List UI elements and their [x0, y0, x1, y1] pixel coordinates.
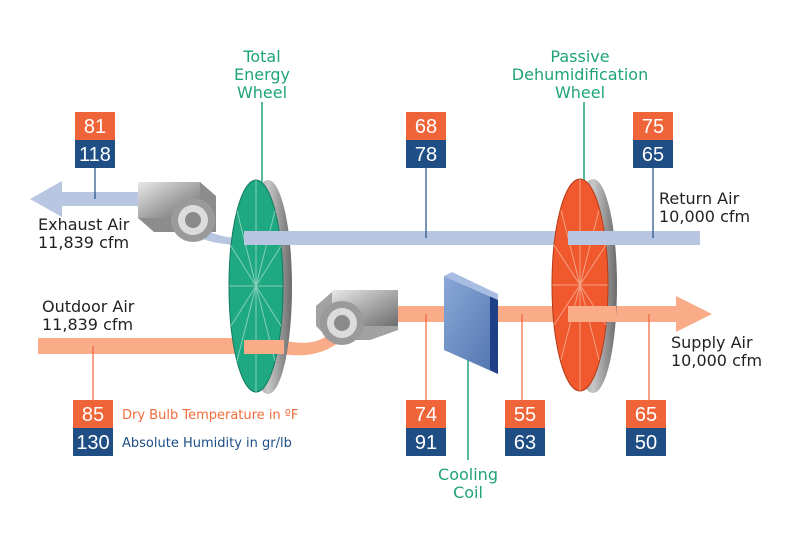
exhaust-fan	[138, 182, 216, 242]
legend-humidity-label: Absolute Humidity in gr/lb	[122, 436, 292, 451]
pre-coil-temp: 74	[415, 404, 437, 426]
between-wheels-values: 68 78	[406, 112, 446, 168]
passive-wheel-title: Passive Dehumidification Wheel	[512, 47, 648, 102]
return-humidity: 65	[642, 144, 664, 166]
between-wheels-humidity: 78	[415, 144, 437, 166]
outdoor-temp: 85	[82, 404, 104, 426]
legend-temperature-label: Dry Bulb Temperature in ºF	[122, 408, 298, 423]
outdoor-air-duct	[38, 333, 342, 356]
exhaust-humidity: 118	[79, 144, 111, 166]
outdoor-air-flow: 11,839 cfm	[42, 315, 133, 334]
supply-humidity: 50	[635, 432, 657, 454]
exhaust-air-arrow	[30, 181, 140, 217]
svg-text:Dehumidification: Dehumidification	[512, 65, 648, 84]
supply-temp: 65	[635, 404, 657, 426]
outdoor-air-label: Outdoor Air	[42, 297, 135, 316]
between-wheels-temp: 68	[415, 116, 437, 138]
exhaust-values: 81 118	[75, 112, 115, 168]
exhaust-temp: 81	[84, 116, 106, 138]
supply-fan	[316, 290, 398, 345]
svg-text:Wheel: Wheel	[555, 83, 605, 102]
orange-leader-lines	[92, 314, 650, 402]
exhaust-air-flow: 11,839 cfm	[38, 233, 129, 252]
exhaust-air-label: Exhaust Air	[38, 215, 130, 234]
return-air-label: Return Air	[659, 189, 740, 208]
post-coil-humidity: 63	[514, 432, 536, 454]
supply-values: 65 50	[626, 400, 666, 456]
total-energy-wheel	[228, 179, 292, 394]
supply-air-flow: 10,000 cfm	[671, 351, 762, 370]
green-leader-lines	[261, 102, 585, 460]
pre-coil-values: 74 91	[406, 400, 446, 456]
outdoor-values: 85 130	[73, 400, 113, 456]
return-air-flow: 10,000 cfm	[659, 207, 750, 226]
pre-coil-humidity: 91	[415, 432, 437, 454]
supply-air-label: Supply Air	[671, 333, 753, 352]
return-values: 75 65	[633, 112, 673, 168]
svg-text:Cooling: Cooling	[438, 465, 498, 484]
svg-text:Wheel: Wheel	[237, 83, 287, 102]
total-energy-wheel-title: Total Energy Wheel	[234, 47, 290, 102]
return-temp: 75	[642, 116, 664, 138]
cooling-coil-title: Cooling Coil	[438, 465, 498, 502]
post-coil-temp: 55	[514, 404, 536, 426]
svg-text:Coil: Coil	[453, 483, 483, 502]
svg-text:Total: Total	[242, 47, 280, 66]
post-coil-values: 55 63	[505, 400, 545, 456]
blue-leader-lines	[94, 166, 654, 238]
svg-text:Passive: Passive	[550, 47, 609, 66]
svg-text:Energy: Energy	[234, 65, 290, 84]
passive-dehumidification-wheel	[551, 178, 617, 393]
cooling-coil	[444, 272, 498, 374]
outdoor-humidity: 130	[76, 432, 109, 454]
